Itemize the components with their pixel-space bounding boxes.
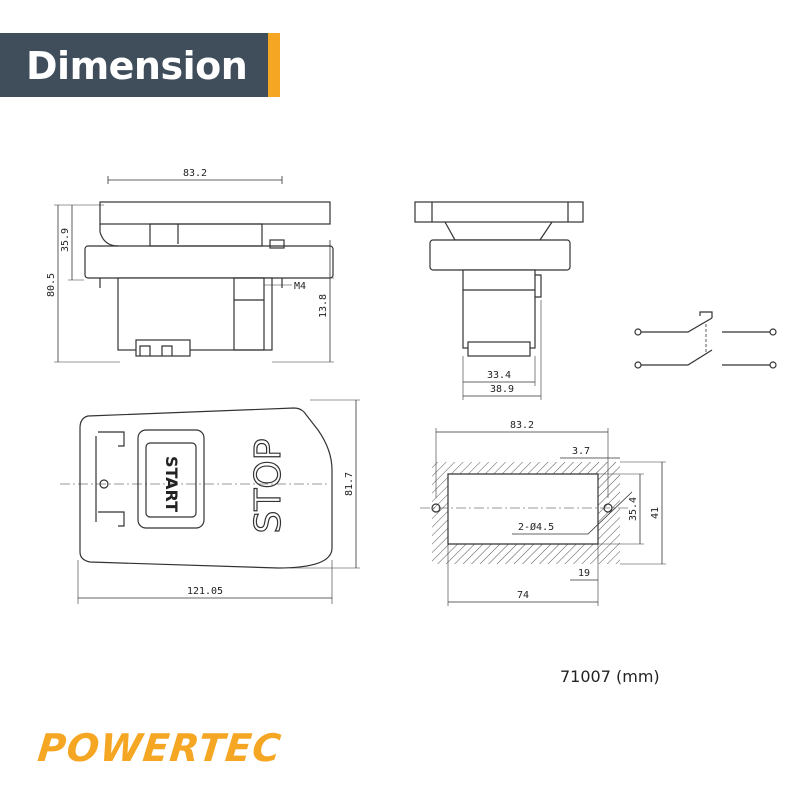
cutout-bottom-offset-label: 19 [578,568,590,579]
model-caption: 71007 (mm) [560,667,660,686]
front-view [54,176,334,363]
front-top-height-label: 35.9 [60,228,71,252]
header-banner [0,33,268,97]
powertec-logo: POWERTEC [35,726,284,770]
plan-height-label: 81.7 [344,472,355,496]
cutout-outer-height-label: 41 [650,507,661,519]
front-body-height-label: 13.8 [318,294,329,318]
header-accent-bar [268,33,280,97]
switch-symbol [634,311,777,369]
start-button-label: START [162,456,181,512]
hole-spec-label: 2-Ø4.5 [518,521,554,533]
front-total-height-label: 80.5 [46,273,57,297]
page-title: Dimension [26,44,248,88]
cutout-width-label: 83.2 [510,420,534,431]
side-view [414,201,584,400]
plan-width-label: 121.05 [187,586,223,597]
side-inner-width-label: 33.4 [487,370,511,381]
cutout-offset-label: 3.7 [572,446,590,457]
cutout-view [420,428,666,606]
thread-label: M4 [294,281,306,292]
cutout-inner-height-label: 35.4 [628,497,639,521]
plan-view [60,399,360,604]
side-outer-width-label: 38.9 [490,384,514,395]
stop-button-label: STOP [248,439,289,534]
front-width-label: 83.2 [183,168,207,179]
cutout-bottom-width-label: 74 [517,590,529,601]
